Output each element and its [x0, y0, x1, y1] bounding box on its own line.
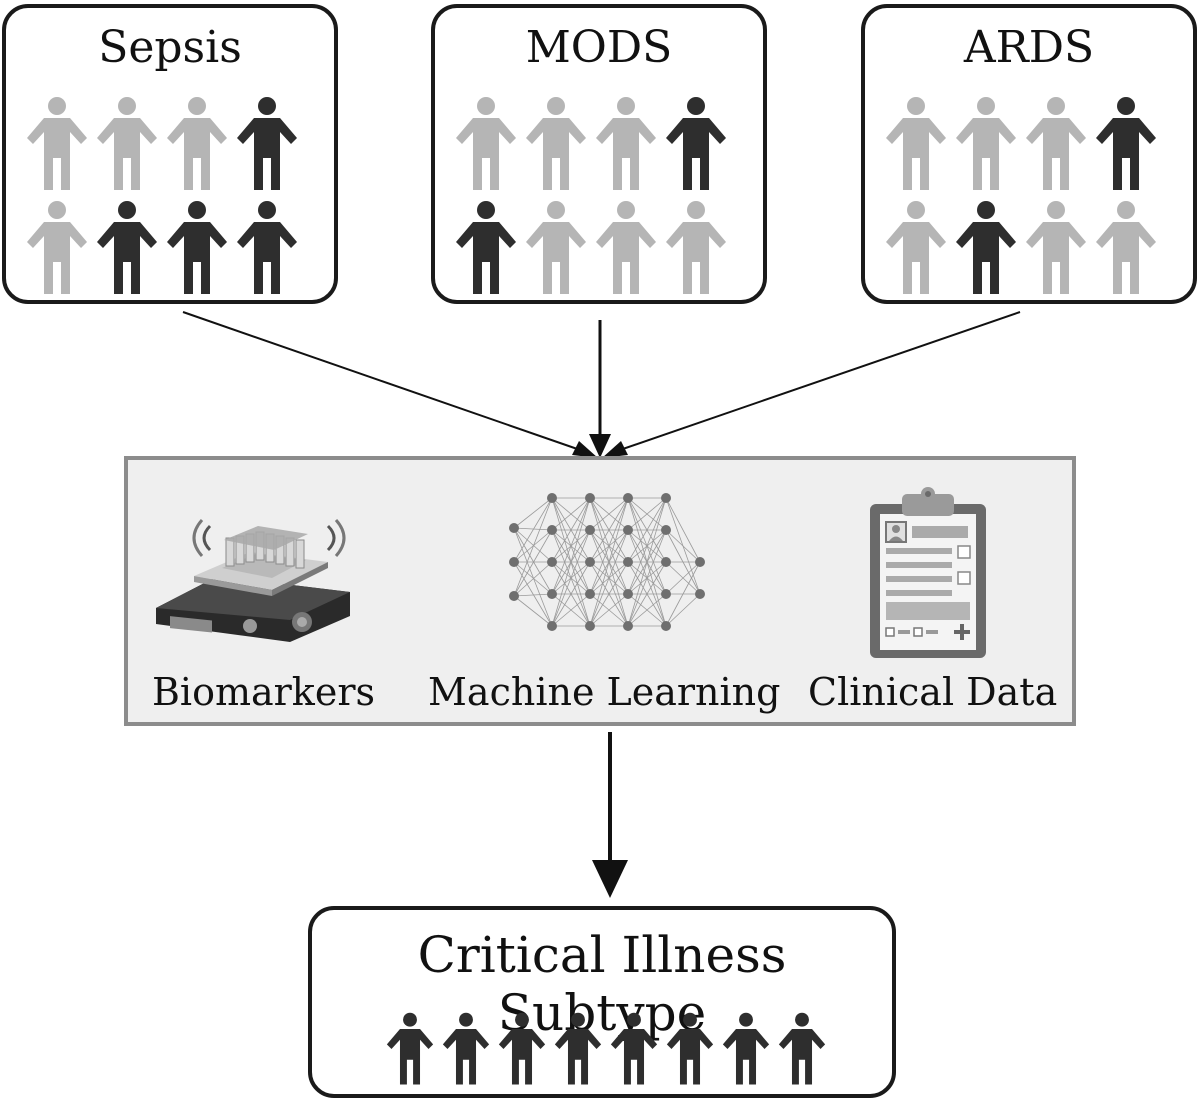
result-box: Critical Illness Subtype [308, 906, 896, 1098]
person-icon [525, 200, 587, 296]
arrowhead-ards [602, 441, 628, 458]
person-icon [955, 96, 1017, 192]
arrowhead-result [592, 860, 628, 898]
person-icon [525, 96, 587, 192]
person-icon [885, 200, 947, 296]
person-icon [26, 96, 88, 192]
arrow-ards-to-methods [613, 311, 1021, 453]
person-icon-highlighted [455, 200, 517, 296]
person-icon [96, 96, 158, 192]
arrowhead-sepsis [572, 441, 598, 458]
person-icon-highlighted [236, 96, 298, 192]
arrow-sepsis-to-methods [182, 311, 587, 453]
neural-network-icon [509, 493, 705, 631]
group-box-ards: ARDS [861, 4, 1197, 304]
arrowhead-mods [589, 434, 611, 458]
clipboard-icon [870, 487, 986, 658]
person-icon-highlighted [665, 96, 727, 192]
method-label-machine-learning: Machine Learning [428, 670, 781, 714]
result-title: Critical Illness Subtype [417, 926, 787, 1042]
person-icon [26, 200, 88, 296]
person-icon [455, 96, 517, 192]
method-label-biomarkers: Biomarkers [152, 670, 375, 714]
result-people-row [386, 1012, 826, 1088]
method-label-clinical-data: Clinical Data [808, 670, 1058, 714]
methods-panel: Biomarkers Machine Learning Clinical Dat… [124, 456, 1076, 726]
people-grid-mods [455, 96, 735, 296]
group-title-ards: ARDS [963, 22, 1095, 73]
person-icon-highlighted [1095, 96, 1157, 192]
group-title-mods: MODS [525, 22, 673, 73]
person-icon [1025, 96, 1087, 192]
group-title-sepsis: Sepsis [98, 22, 242, 73]
person-icon [1095, 200, 1157, 296]
person-icon [885, 96, 947, 192]
group-box-sepsis: Sepsis [2, 4, 338, 304]
person-icon [595, 200, 657, 296]
person-icon-highlighted [955, 200, 1017, 296]
lab-shaker-icon [156, 519, 350, 642]
person-icon-highlighted [96, 200, 158, 296]
person-icon-highlighted [236, 200, 298, 296]
group-box-mods: MODS [431, 4, 767, 304]
people-grid-ards [885, 96, 1165, 296]
person-icon [665, 200, 727, 296]
person-icon [595, 96, 657, 192]
person-icon [166, 96, 228, 192]
person-icon-highlighted [166, 200, 228, 296]
person-icon [1025, 200, 1087, 296]
people-grid-sepsis [26, 96, 306, 296]
